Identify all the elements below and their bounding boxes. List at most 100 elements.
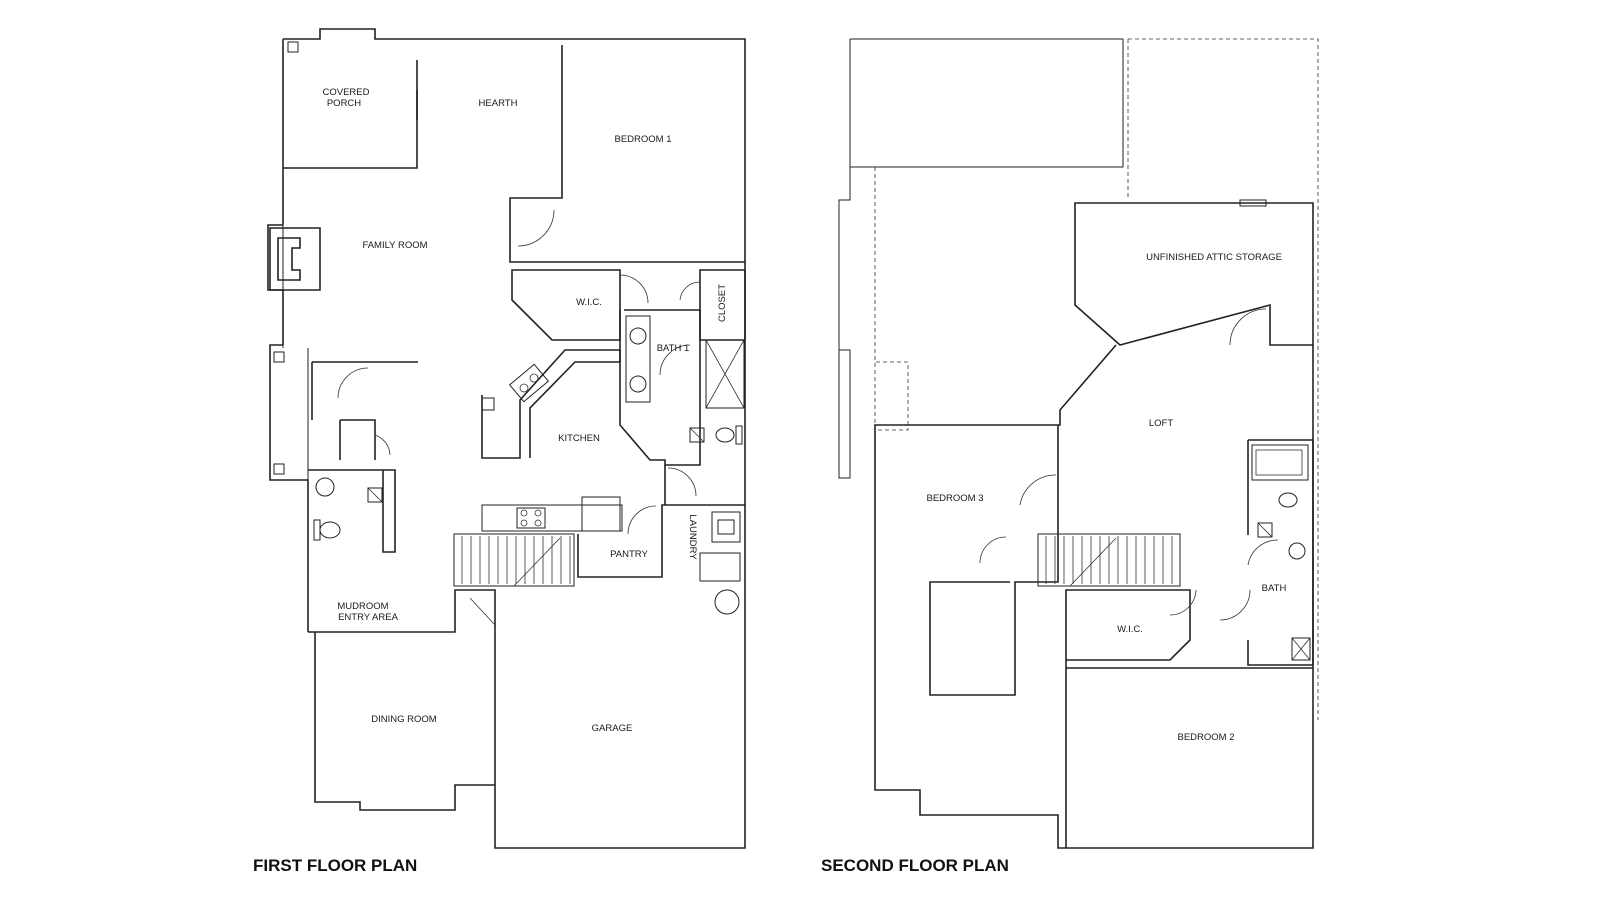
bath-1-label: BATH 1	[657, 343, 690, 354]
door-swing	[1169, 589, 1197, 616]
bath-2-label: BATH	[1262, 583, 1287, 594]
tub-inner	[1255, 449, 1303, 476]
powder-room-wall	[308, 419, 396, 553]
door-swing	[1219, 589, 1251, 621]
closet-label: CLOSET	[717, 284, 728, 322]
washer	[711, 511, 741, 543]
fireplace	[269, 227, 321, 291]
door-swing	[667, 467, 697, 497]
bedroom-3-label: BEDROOM 3	[926, 493, 983, 504]
island-end	[481, 397, 495, 411]
bedroom-3-wall	[929, 425, 1059, 696]
toilet-2	[1278, 492, 1298, 508]
burner	[520, 519, 528, 527]
powder-sink	[315, 477, 335, 497]
sink-bowl	[519, 383, 529, 393]
first-floor-labels: COVERED PORCH HEARTH BEDROOM 1 FAMILY RO…	[253, 87, 728, 875]
pantry-label: PANTRY	[610, 549, 648, 560]
door-swing	[1019, 474, 1057, 506]
porch-post	[287, 41, 299, 53]
mudroom-label: ENTRY AREA	[338, 612, 399, 623]
door-swing	[1229, 308, 1267, 346]
door-swing	[679, 281, 701, 301]
vanity	[625, 315, 651, 403]
door-swing	[627, 505, 657, 535]
door-swing	[374, 434, 391, 456]
bath-1-wall	[619, 309, 701, 466]
burner	[520, 509, 528, 517]
porch-post	[273, 351, 285, 363]
attic-wall	[1074, 202, 1314, 346]
bathtub	[1251, 444, 1309, 481]
second-floor-stairs	[1037, 533, 1181, 587]
hearth-label: HEARTH	[479, 98, 518, 109]
dining-room-label: DINING ROOM	[371, 714, 437, 725]
second-floor-labels: UNFINISHED ATTIC STORAGE LOFT BEDROOM 3 …	[821, 252, 1286, 875]
water-heater	[714, 589, 740, 615]
bedroom-1-label: BEDROOM 1	[614, 134, 671, 145]
covered-porch-label: COVERED	[323, 87, 370, 98]
cooktop	[516, 507, 546, 529]
attic-label: UNFINISHED ATTIC STORAGE	[1146, 252, 1282, 263]
second-floor-outer-wall	[874, 344, 1314, 849]
bedroom-1-wall	[509, 45, 745, 263]
mudroom-label: MUDROOM	[337, 601, 388, 612]
attic-vent	[1239, 199, 1267, 207]
toilet-tank	[735, 425, 743, 445]
first-floor-title: FIRST FLOOR PLAN	[253, 856, 417, 875]
sink-bowl	[529, 373, 539, 383]
laundry-label: LAUNDRY	[687, 514, 698, 560]
door-swing	[337, 367, 369, 399]
wic-2-label: W.I.C.	[1117, 624, 1143, 635]
bedroom-2-label: BEDROOM 2	[1177, 732, 1234, 743]
loft-label: LOFT	[1149, 418, 1173, 429]
sink	[629, 327, 647, 345]
powder-toilet	[319, 521, 341, 539]
cabinet-2	[1257, 522, 1273, 538]
kitchen-sink	[508, 363, 550, 403]
door-swing	[1247, 539, 1279, 566]
second-floor-plan	[838, 38, 1319, 849]
door-swing	[659, 344, 691, 376]
roof-outline	[838, 38, 1124, 479]
linen-2	[1291, 637, 1311, 661]
powder-toilet-tank	[313, 519, 321, 541]
washer-drum	[717, 519, 735, 535]
second-floor-title: SECOND FLOOR PLAN	[821, 856, 1009, 875]
porch-rail	[282, 168, 309, 480]
cabinet-cross-2	[1257, 522, 1273, 538]
door-swing	[517, 209, 555, 247]
burner	[534, 509, 542, 517]
linen-cross-2	[1291, 637, 1311, 661]
first-floor-plan	[267, 28, 746, 849]
wic-label: W.I.C.	[576, 297, 602, 308]
covered-porch-label: PORCH	[327, 98, 361, 109]
linen	[689, 427, 705, 443]
wic-wall	[511, 269, 621, 341]
porch-post	[273, 463, 285, 475]
roof-dashed	[874, 38, 1319, 720]
shower	[705, 339, 745, 409]
shower-cross	[705, 339, 745, 409]
wic-2-wall	[1065, 589, 1191, 848]
sink	[629, 375, 647, 393]
kitchen-lower-counter	[481, 504, 623, 532]
cabinet-cross	[367, 487, 383, 503]
sink-2	[1288, 542, 1306, 560]
linen-cross	[689, 427, 705, 443]
toilet	[715, 427, 735, 443]
door-swing	[619, 274, 649, 304]
dryer	[699, 552, 741, 582]
family-room-partition	[311, 90, 418, 420]
first-floor-stairs	[453, 533, 575, 587]
garage-label: GARAGE	[592, 723, 633, 734]
door-swing	[469, 597, 496, 626]
kitchen-label: KITCHEN	[558, 433, 600, 444]
family-room-label: FAMILY ROOM	[362, 240, 427, 251]
pantry-wall	[577, 465, 745, 578]
kitchen-counter	[481, 349, 621, 459]
bath-2-wall	[1247, 439, 1314, 666]
powder-cabinet	[367, 487, 383, 503]
burner	[534, 519, 542, 527]
